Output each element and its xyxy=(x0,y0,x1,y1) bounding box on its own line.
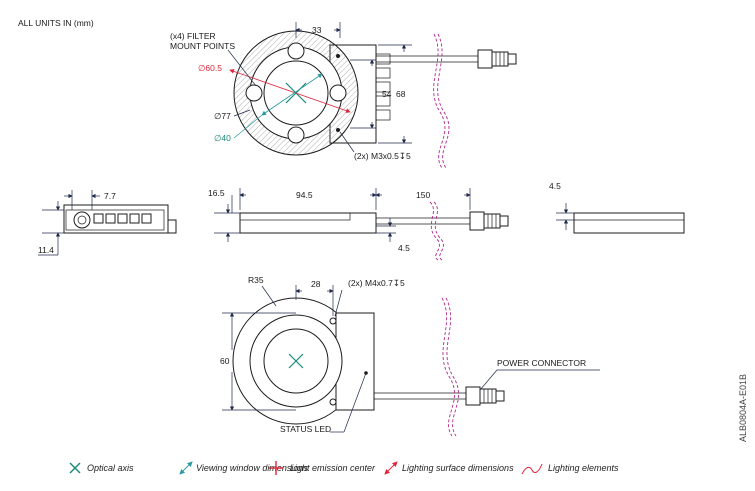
dim-11-4-label: 11.4 xyxy=(38,245,54,255)
filter-label-line2: MOUNT POINTS xyxy=(170,41,235,51)
dim-28-label: 28 xyxy=(311,279,321,289)
filter-mount-hole xyxy=(287,126,305,144)
top-connector xyxy=(477,49,493,69)
dim-68-label: 68 xyxy=(396,89,406,99)
legend-label: Lighting elements xyxy=(548,463,619,473)
side-view: 94.5 150 16.5 4.5 xyxy=(208,188,509,261)
legend-item-emission-center: Light emission center xyxy=(269,461,376,475)
legend-item-lighting-surface: Lighting surface dimensions xyxy=(384,461,514,475)
top-dimensions: 33 (x4) FILTER MOUNT POINTS ∅60.5 ∅77 ∅4… xyxy=(170,22,412,161)
legend-item-lighting-elements: Lighting elements xyxy=(521,463,619,475)
dim-77-label: ∅77 xyxy=(214,111,231,121)
legend-label: Light emission center xyxy=(290,463,376,473)
top-screw-note: (2x) M3x0.5↧5 xyxy=(354,151,411,161)
dim-94-5-label: 94.5 xyxy=(296,190,313,200)
legend-label: Lighting surface dimensions xyxy=(402,463,514,473)
side-code: ALB0804A-E01B xyxy=(738,374,748,442)
bottom-screw-note: (2x) M4x0.7↧5 xyxy=(348,278,405,288)
legend-item-viewing-window: Viewing window dimensions xyxy=(179,461,308,475)
dim-40-label: ∅40 xyxy=(214,133,231,143)
dim-33-label: 33 xyxy=(312,25,322,35)
top-cable xyxy=(376,33,517,169)
dim-4-5-bottom-label: 4.5 xyxy=(398,243,410,253)
filter-mount-hole xyxy=(245,84,263,102)
legend: Optical axis Viewing window dimensions L… xyxy=(69,461,619,475)
power-connector xyxy=(465,386,481,406)
dim-60-5-label: ∅60.5 xyxy=(198,63,222,73)
top-ring-light xyxy=(229,30,359,156)
filter-mount-hole xyxy=(287,42,305,60)
dim-150-label: 150 xyxy=(416,190,430,200)
right-end-view: 4.5 xyxy=(549,181,685,234)
bottom-view: 28 R35 (2x) M4x0.7↧5 60 POWER CONNECTOR … xyxy=(220,275,600,437)
break-line-icon xyxy=(433,33,446,169)
dim-7-7-label: 7.7 xyxy=(104,191,116,201)
units-note: ALL UNITS IN (mm) xyxy=(18,18,94,28)
lighting-elements-icon xyxy=(521,463,543,475)
status-led-label: STATUS LED xyxy=(280,424,331,434)
viewing-window-icon xyxy=(179,461,193,475)
end-view: 7.7 11.4 xyxy=(38,190,177,256)
r35-label: R35 xyxy=(248,275,264,285)
dim-60-label: 60 xyxy=(220,356,230,366)
legend-label: Optical axis xyxy=(87,463,134,473)
legend-label: Viewing window dimensions xyxy=(196,463,308,473)
dim-16-5-label: 16.5 xyxy=(208,188,225,198)
top-view: 33 (x4) FILTER MOUNT POINTS ∅60.5 ∅77 ∅4… xyxy=(170,22,517,169)
dim-4-5-right-label: 4.5 xyxy=(549,181,561,191)
power-connector-label: POWER CONNECTOR xyxy=(497,358,586,368)
filter-mount-hole xyxy=(329,84,347,102)
lighting-surface-icon xyxy=(384,461,398,475)
legend-item-optical-axis: Optical axis xyxy=(69,462,134,474)
filter-label-line1: (x4) FILTER xyxy=(170,31,216,41)
dim-54-label: 54 xyxy=(382,89,392,99)
